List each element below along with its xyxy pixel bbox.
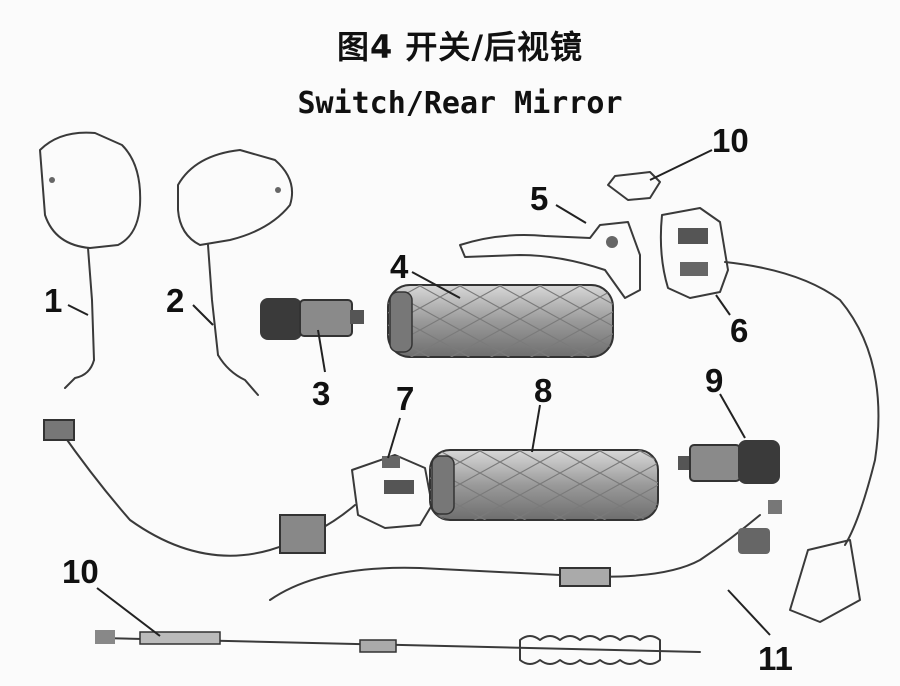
callout-4: 4 (390, 248, 409, 285)
left-grip (429, 449, 659, 521)
brake-lever (459, 221, 641, 299)
right-bar-end (678, 440, 780, 484)
title-chinese: 图4 开关/后视镜 (336, 28, 584, 66)
callout-9: 9 (705, 362, 723, 399)
left-connector-small (43, 419, 75, 441)
callout-2: 2 (166, 282, 184, 319)
cable-clip (607, 171, 661, 201)
callout-7: 7 (396, 380, 414, 417)
throttle-grip (387, 284, 614, 358)
callout-1: 1 (44, 282, 62, 319)
left-connector-block (279, 514, 326, 554)
leader-lines (67, 149, 771, 637)
callout-8: 8 (534, 372, 552, 409)
callout-10-top: 10 (712, 122, 749, 159)
left-mirror (39, 131, 142, 389)
callout-6: 6 (730, 312, 748, 349)
right-switch-wiring (724, 261, 880, 546)
left-bar-end (260, 298, 364, 340)
title-english: Switch/Rear Mirror (297, 86, 623, 121)
brake-cable (95, 630, 701, 665)
throttle-cable (269, 500, 782, 601)
callout-10-bottom: 10 (62, 553, 99, 590)
right-connector (789, 539, 861, 623)
callout-5: 5 (530, 180, 548, 217)
right-switch-housing (659, 207, 729, 299)
right-mirror (177, 149, 294, 396)
callout-3: 3 (312, 375, 330, 412)
callout-11: 11 (758, 640, 793, 677)
left-switch-housing (351, 454, 433, 529)
